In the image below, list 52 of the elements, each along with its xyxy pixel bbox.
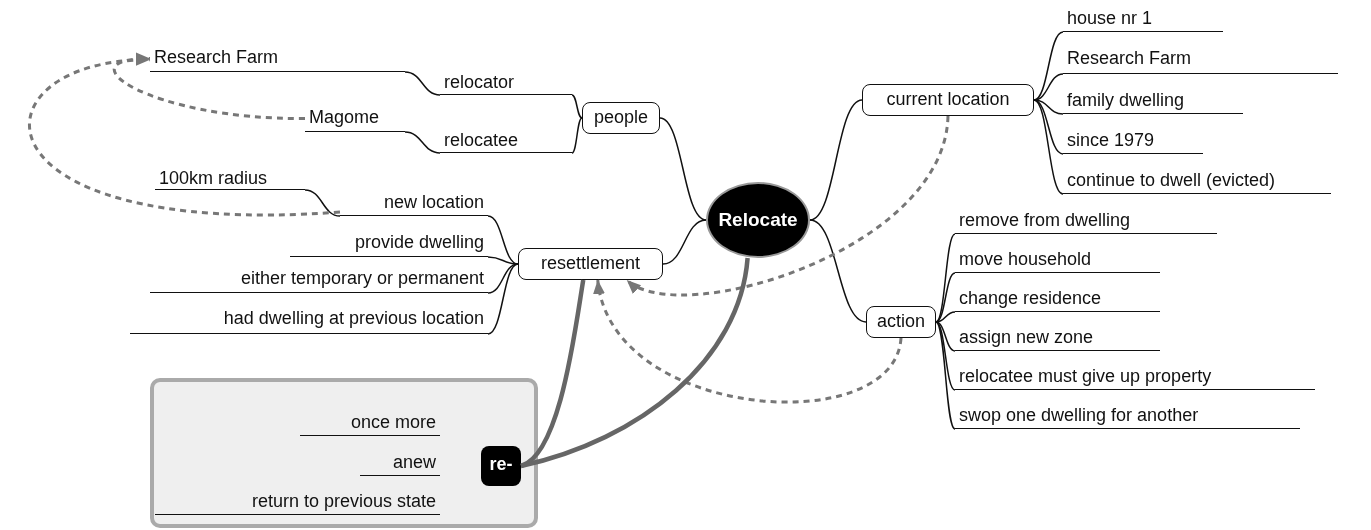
subtopic-label: house nr 1 <box>1063 6 1223 32</box>
subtopic-label: since 1979 <box>1063 128 1203 154</box>
connector-line <box>304 189 341 217</box>
connector-line <box>571 117 583 154</box>
connector-line <box>404 71 441 96</box>
dashed-arrow <box>113 53 306 120</box>
subtopic-label: family dwelling <box>1063 88 1243 114</box>
subtopic-label: either temporary or permanent <box>150 266 488 293</box>
connector-line <box>1033 73 1064 101</box>
subtopic-label: new location <box>340 190 488 216</box>
subtopic-label: continue to dwell (evicted) <box>1063 168 1331 194</box>
topic-box: action <box>866 306 936 338</box>
dashed-arrow <box>626 115 950 296</box>
subtopic-label: relocator <box>440 70 572 95</box>
topic-box: current location <box>862 84 1034 116</box>
subtopic-label: return to previous state <box>155 489 440 515</box>
connector-line <box>935 233 956 323</box>
subtopic-label: anew <box>360 450 440 476</box>
subtopic-label: relocatee must give up property <box>955 364 1315 390</box>
subtopic-label: change residence <box>955 286 1160 312</box>
group-box <box>150 378 538 528</box>
connector-line <box>935 311 956 323</box>
connector-line <box>935 272 956 323</box>
subtopic-label: relocatee <box>440 128 572 153</box>
topic-box: resettlement <box>518 248 663 280</box>
connector-line <box>487 263 519 335</box>
dashed-arrow <box>595 279 903 404</box>
topic-box: people <box>582 102 660 134</box>
connector-line <box>520 257 750 469</box>
central-topic-ellipse: Relocate <box>706 182 810 258</box>
connector-line <box>662 219 707 265</box>
connector-line <box>1033 99 1064 195</box>
subtopic-label: provide dwelling <box>290 230 488 257</box>
subtopic-label: Research Farm <box>1063 46 1338 74</box>
connector-line <box>571 94 583 119</box>
connector-line <box>659 117 707 221</box>
subtopic-label: move household <box>955 247 1160 273</box>
connector-line <box>935 321 956 352</box>
connector-line <box>404 131 441 154</box>
subtopic-label: 100km radius <box>155 166 305 190</box>
subtopic-label: once more <box>300 410 440 436</box>
connector-line <box>935 321 956 430</box>
subtopic-label: Research Farm <box>150 45 405 72</box>
subtopic-label: remove from dwelling <box>955 208 1217 234</box>
connector-line <box>809 219 867 323</box>
subtopic-label: assign new zone <box>955 325 1160 351</box>
topic-badge: re- <box>481 446 521 486</box>
connector-line <box>1033 31 1064 101</box>
subtopic-label: Magome <box>305 105 405 132</box>
subtopic-label: had dwelling at previous location <box>130 306 488 334</box>
subtopic-label: swop one dwelling for another <box>955 403 1300 429</box>
connector-line <box>809 99 863 221</box>
